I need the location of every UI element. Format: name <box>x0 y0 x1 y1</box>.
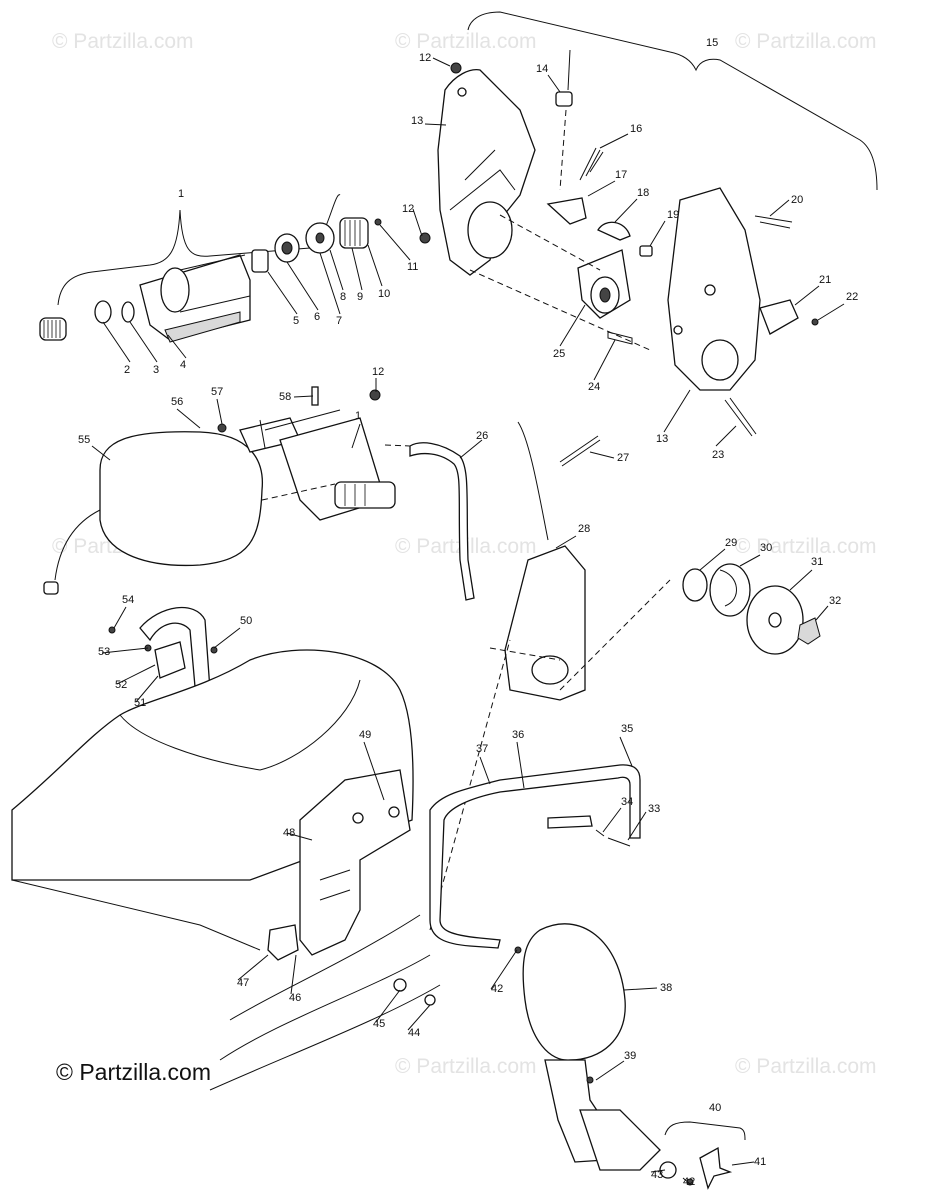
cable-end-27 <box>559 435 601 467</box>
callout-45: 45 <box>373 1018 385 1030</box>
callout-24: 24 <box>588 381 600 393</box>
callout-14: 14 <box>536 63 548 75</box>
backrest-frame <box>429 764 641 954</box>
heater-grip-assembly <box>39 194 382 343</box>
callout-9: 9 <box>357 291 363 303</box>
callout-20: 20 <box>791 194 803 206</box>
callout-29: 29 <box>725 537 737 549</box>
watermark: © Partzilla.com <box>395 1055 537 1078</box>
callout-41: 41 <box>754 1156 766 1168</box>
callout-32: 32 <box>829 595 841 607</box>
callout-34: 34 <box>621 796 633 808</box>
callout-50: 50 <box>240 615 252 627</box>
callout-55: 55 <box>78 434 90 446</box>
callout-27: 27 <box>617 452 629 464</box>
callout-30: 30 <box>760 542 772 554</box>
callout-10: 10 <box>378 288 390 300</box>
callout-13: 13 <box>656 433 668 445</box>
callout-12: 12 <box>402 203 414 215</box>
callout-21: 21 <box>819 274 831 286</box>
callout-56: 56 <box>171 396 183 408</box>
mechanism-housing-28 <box>489 421 671 701</box>
gear-part <box>469 214 651 351</box>
callout-37: 37 <box>476 743 488 755</box>
callout-12: 12 <box>419 52 431 64</box>
cover-right <box>667 187 819 437</box>
cover-left <box>419 62 536 276</box>
callout-13: 13 <box>411 115 423 127</box>
callout-22: 22 <box>846 291 858 303</box>
callout-8: 8 <box>340 291 346 303</box>
callout-48: 48 <box>283 827 295 839</box>
watermark: © Partzilla.com <box>735 30 877 53</box>
callout-16: 16 <box>630 123 642 135</box>
backrest-bracket-48 <box>209 639 511 1091</box>
callout-5: 5 <box>293 315 299 327</box>
callout-42: 42 <box>491 983 503 995</box>
callout-33: 33 <box>648 803 660 815</box>
callout-17: 17 <box>615 169 627 181</box>
callout-36: 36 <box>512 729 524 741</box>
watermark: © Partzilla.com <box>52 30 194 53</box>
callout-44: 44 <box>408 1027 420 1039</box>
callout-11: 11 <box>407 261 418 273</box>
copyright-text: © Partzilla.com <box>56 1059 211 1085</box>
callout-53: 53 <box>98 646 110 658</box>
watermark: © Partzilla.com <box>395 30 537 53</box>
callout-6: 6 <box>314 311 320 323</box>
callout-35: 35 <box>621 723 633 735</box>
callout-40: 40 <box>709 1102 721 1114</box>
callout-18: 18 <box>637 187 649 199</box>
callout-47: 47 <box>237 977 249 989</box>
callout-1: 1 <box>355 410 361 422</box>
cable-and-spring-parts <box>546 49 653 257</box>
bracket-assembly <box>217 386 396 521</box>
callout-38: 38 <box>660 982 672 994</box>
callout-57: 57 <box>211 386 223 398</box>
callout-52: 52 <box>115 679 127 691</box>
callout-58: 58 <box>279 391 291 403</box>
callout-4: 4 <box>180 359 186 371</box>
watermark: © Partzilla.com <box>735 1055 877 1078</box>
callout-15: 15 <box>706 37 718 49</box>
callout-3: 3 <box>153 364 159 376</box>
grab-bar-26 <box>384 442 475 601</box>
headrest-55 <box>43 431 264 595</box>
callout-31: 31 <box>811 556 823 568</box>
callout-46: 46 <box>289 992 301 1004</box>
callout-19: 19 <box>667 209 679 221</box>
callout-39: 39 <box>624 1050 636 1062</box>
leader-lines <box>91 57 845 1185</box>
callout-51: 51 <box>134 697 146 709</box>
callout-54: 54 <box>122 594 134 606</box>
knob-40 <box>659 1121 746 1190</box>
pulley-parts <box>682 563 821 655</box>
callout-28: 28 <box>578 523 590 535</box>
callout-42: 42 <box>683 1176 695 1188</box>
callout-23: 23 <box>712 449 724 461</box>
backrest-pad-38 <box>522 923 661 1171</box>
callout-2: 2 <box>124 364 130 376</box>
callout-26: 26 <box>476 430 488 442</box>
callout-25: 25 <box>553 348 565 360</box>
watermark: © Partzilla.com <box>735 535 877 558</box>
callout-49: 49 <box>359 729 371 741</box>
callout-1: 1 <box>178 188 184 200</box>
callout-12: 12 <box>372 366 384 378</box>
callout-labels: 1 2 3 4 5 6 7 8 9 10 11 12 12 12 13 13 1… <box>78 37 858 1188</box>
handle-bracket <box>108 606 218 700</box>
callout-7: 7 <box>336 315 342 327</box>
cover-brace-15 <box>467 11 878 191</box>
